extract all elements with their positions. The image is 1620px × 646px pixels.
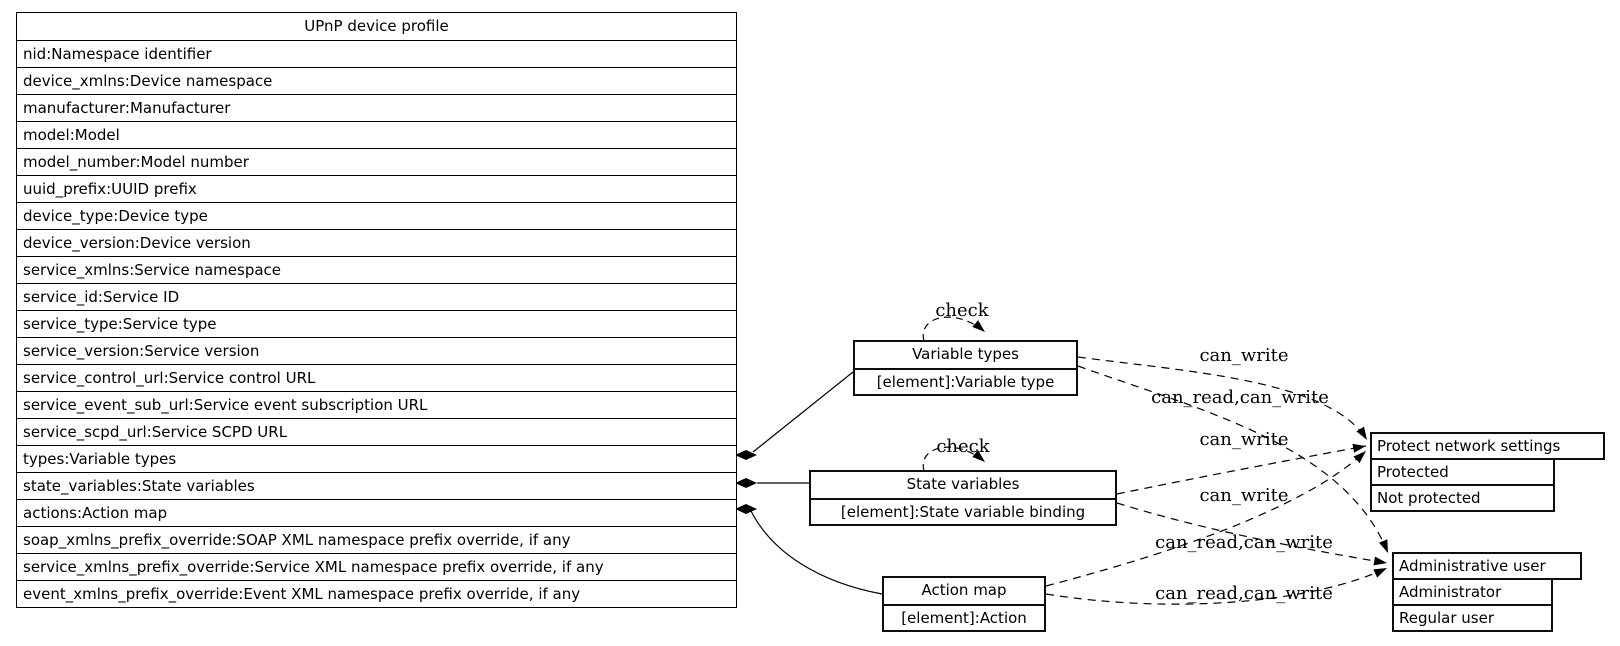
edge-variable-types-to-protect <box>1077 356 1368 441</box>
edge-label-sv-admin-can-read-write: can_read,can_write <box>1155 532 1333 553</box>
table-row: device_xmlns:Device namespace <box>17 67 736 94</box>
table-row-actions: actions:Action map <box>17 499 736 526</box>
node-administrative-user-row-regular-user: Regular user <box>1392 604 1553 632</box>
table-row: model_number:Model number <box>17 148 736 175</box>
edge-types-to-variable-types <box>752 371 854 453</box>
table-row: service_scpd_url:Service SCPD URL <box>17 418 736 445</box>
table-row: service_id:Service ID <box>17 283 736 310</box>
edge-variable-types-to-admin-user <box>1077 365 1389 554</box>
edge-label-sv-protect-can-write: can_write <box>1199 429 1289 450</box>
upnp-device-profile-table: UPnP device profile nid:Namespace identi… <box>16 12 737 608</box>
node-variable-types: Variable types [element]:Variable type <box>853 340 1078 396</box>
table-row: model:Model <box>17 121 736 148</box>
composition-diamond-types <box>735 450 757 460</box>
node-state-variables-row: [element]:State variable binding <box>811 498 1115 524</box>
edge-label-am-protect-can-write: can_write <box>1199 485 1289 506</box>
edge-label-state-variables-check: check <box>936 436 990 457</box>
edge-label-vt-protect-can-write: can_write <box>1199 345 1289 366</box>
table-row: service_control_url:Service control URL <box>17 364 736 391</box>
edge-label-am-admin-can-read-write: can_read,can_write <box>1155 583 1333 604</box>
table-row: device_version:Device version <box>17 229 736 256</box>
table-row-state-variables: state_variables:State variables <box>17 472 736 499</box>
table-row: soap_xmlns_prefix_override:SOAP XML name… <box>17 526 736 553</box>
edge-label-vt-admin-can-read-write: can_read,can_write <box>1151 387 1329 408</box>
composition-diamond-state-variables <box>735 478 757 488</box>
node-action-map: Action map [element]:Action <box>882 576 1046 632</box>
node-state-variables-title: State variables <box>906 475 1020 493</box>
node-protect-network-settings-row-protected: Protected <box>1370 458 1555 486</box>
table-row: service_version:Service version <box>17 337 736 364</box>
node-action-map-row: [element]:Action <box>884 604 1044 630</box>
table-row: device_type:Device type <box>17 202 736 229</box>
node-state-variables: State variables [element]:State variable… <box>809 470 1117 526</box>
node-protect-network-settings-row-not-protected: Not protected <box>1370 484 1555 512</box>
table-row: service_xmlns:Service namespace <box>17 256 736 283</box>
edge-action-map-to-protect <box>1045 450 1367 587</box>
edge-label-variable-types-check: check <box>935 300 989 321</box>
node-variable-types-row: [element]:Variable type <box>855 368 1076 394</box>
table-row: service_event_sub_url:Service event subs… <box>17 391 736 418</box>
edge-action-map-to-admin-user <box>1045 567 1388 605</box>
table-row: service_xmlns_prefix_override:Service XM… <box>17 553 736 580</box>
node-protect-network-settings-title: Protect network settings <box>1370 432 1605 460</box>
edge-state-variables-to-protect <box>1116 443 1367 495</box>
node-action-map-title: Action map <box>921 581 1007 599</box>
node-variable-types-title: Variable types <box>912 345 1019 363</box>
table-row: manufacturer:Manufacturer <box>17 94 736 121</box>
table-title: UPnP device profile <box>304 17 449 35</box>
table-row-types: types:Variable types <box>17 445 736 472</box>
table-row: nid:Namespace identifier <box>17 40 736 67</box>
edge-actions-to-action-map <box>750 510 883 595</box>
composition-diamond-actions <box>735 504 757 514</box>
node-administrative-user-row-administrator: Administrator <box>1392 578 1553 606</box>
table-row: service_type:Service type <box>17 310 736 337</box>
table-row: uuid_prefix:UUID prefix <box>17 175 736 202</box>
node-administrative-user-title: Administrative user <box>1392 552 1582 580</box>
table-row: event_xmlns_prefix_override:Event XML na… <box>17 580 736 607</box>
